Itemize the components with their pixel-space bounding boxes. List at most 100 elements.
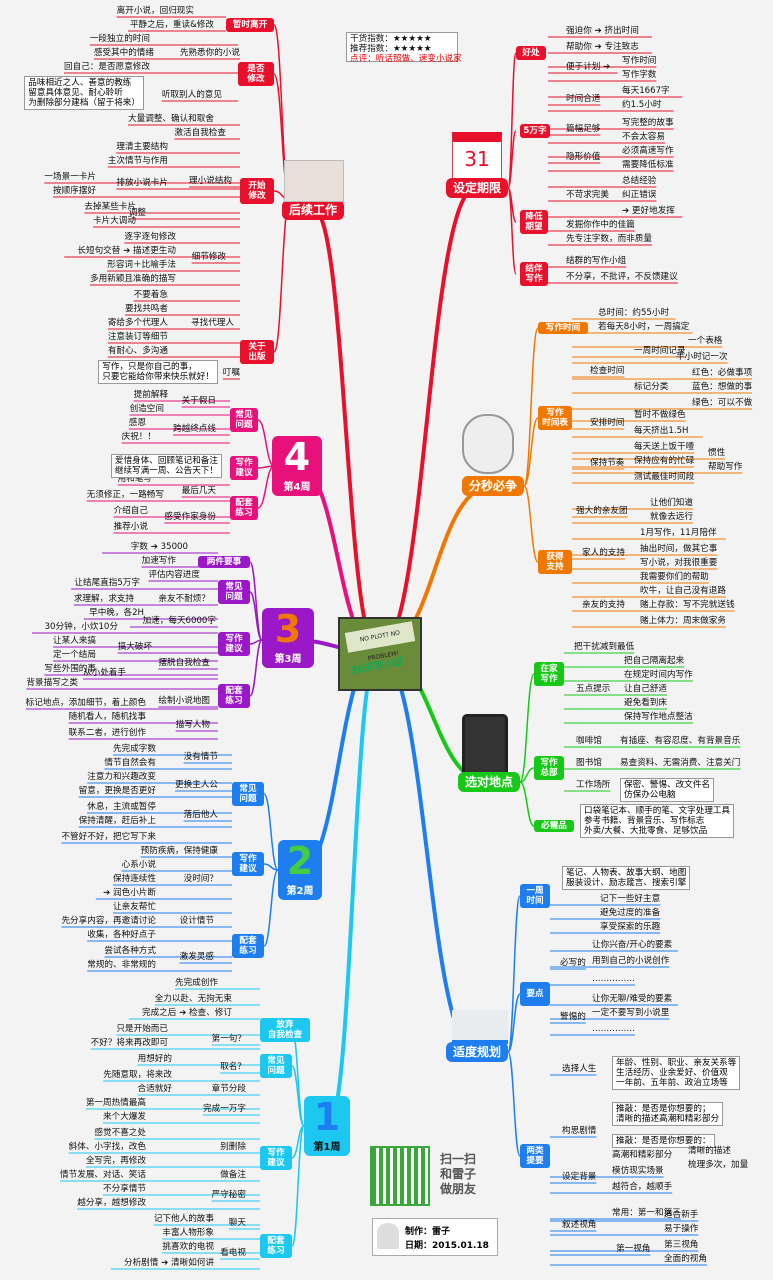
r3-at-home[interactable]: 在家 写作 — [534, 662, 564, 686]
branch-text: 用到自己的小说创作 — [592, 956, 670, 966]
r2-support[interactable]: 获得 支持 — [538, 550, 572, 574]
w3-practice[interactable]: 配套 练习 — [218, 684, 250, 708]
branch-text: 早中晚，各2H — [89, 608, 144, 618]
branch-text: 不分享，不批评，不反馈建议 — [566, 272, 678, 282]
week1-label: 第1周 — [313, 1142, 341, 1153]
branch-text: 一场景一卡片 — [44, 172, 96, 182]
branch-revise-or-not[interactable]: 是否 修改 — [238, 62, 274, 86]
branch-text: 第一周热情最高 — [85, 1098, 146, 1108]
topic-every-second[interactable]: 分秒必争 — [462, 476, 524, 496]
connector — [519, 673, 535, 783]
r3-hq[interactable]: 写作 总部 — [534, 756, 564, 780]
branch-start-revise[interactable]: 开始 修改 — [240, 178, 274, 204]
topic-week1[interactable]: 1 第1周 — [304, 1096, 350, 1156]
branch-text: 我需要你们的帮助 — [640, 572, 709, 582]
branch-text: 适合新手 — [664, 1210, 699, 1220]
branch-text: 绘制小说地图 — [158, 696, 210, 706]
branch-text: 发掘你作中的佳篇 — [566, 220, 635, 230]
phone-icon — [462, 714, 508, 778]
branch-text: 一个表格 — [688, 336, 723, 346]
branch-text: 感觉不喜之处 — [94, 1128, 146, 1138]
w4-advice[interactable]: 写作 建议 — [230, 456, 258, 480]
topic-week4[interactable]: 4 第4周 — [272, 436, 322, 496]
branch-text: 写作时间 — [622, 56, 657, 66]
w1-advice[interactable]: 写作 建议 — [260, 1146, 292, 1170]
w2-advice[interactable]: 写作 建议 — [232, 852, 264, 876]
branch-text: 暂时不做绿色 — [634, 410, 686, 420]
w4-practice[interactable]: 配套 练习 — [230, 496, 258, 520]
branch-text: 用想好的 — [137, 1054, 172, 1064]
branch-text: 易查资料、无需消费、注意关门 — [620, 758, 741, 768]
branch-text: 隐形价值 — [566, 152, 601, 162]
topic-set-deadline[interactable]: 设定期限 — [446, 178, 508, 198]
r4-notes[interactable]: 两类 提要 — [520, 1144, 550, 1168]
r3-essentials[interactable]: 必需品 — [534, 820, 574, 832]
connector — [507, 187, 517, 275]
w4-faq[interactable]: 常见 问题 — [230, 408, 258, 432]
branch-text: 梳理多次，加量 — [688, 1160, 749, 1170]
r1-benefits[interactable]: 好处 — [516, 46, 546, 60]
branch-text: 红色：必做事项 — [692, 368, 753, 378]
branch-text: 预防疾病，保持健康 — [140, 846, 218, 856]
r2-schedule[interactable]: 写作 时间表 — [538, 406, 572, 430]
branch-publishing[interactable]: 关于 出版 — [240, 340, 274, 364]
branch-text: 调整 — [128, 208, 146, 218]
w1-abandon-check[interactable]: 放弃 自我检查 — [260, 1018, 310, 1042]
branch-text: 先熟悉你的小说 — [179, 48, 240, 58]
week4-label: 第4周 — [283, 482, 311, 493]
branch-text: 联系二者，进行创作 — [68, 728, 146, 738]
branch-text: 严守秘密 — [211, 1190, 246, 1200]
r1-50k[interactable]: 5万字 — [520, 124, 550, 138]
topic-choose-place[interactable]: 选对地点 — [458, 772, 520, 792]
branch-text: 理清主要结构 — [116, 142, 168, 152]
connector — [291, 1125, 305, 1247]
branch-text: 若每天8小时，一周搞定 — [598, 322, 690, 332]
topic-moderate-plan[interactable]: 适度规划 — [446, 1042, 508, 1062]
week1-number: 1 — [313, 1095, 341, 1139]
branch-text: 强迫你 ➔ 挤出时间 — [566, 26, 639, 36]
connector — [523, 485, 539, 563]
branch-text: 让他们知道 — [650, 498, 693, 508]
branch-text: 细节修改 — [191, 252, 226, 262]
branch-text: 1月写作，11月陪伴 — [640, 528, 717, 538]
branch-text: 第一视角 — [616, 1244, 651, 1254]
r1-partner[interactable]: 结伴 写作 — [520, 262, 548, 286]
r4-one-week[interactable]: 一周 时间 — [520, 884, 550, 908]
w1-practice[interactable]: 配套 练习 — [260, 1234, 292, 1258]
branch-text: 半小时记一次 — [676, 352, 728, 362]
topic-follow-up[interactable]: 后续工作 — [282, 200, 344, 220]
r2-writing-time[interactable]: 写作时间 — [538, 322, 588, 334]
branch-text: 享受探索的乐趣 — [600, 922, 661, 932]
branch-text: 不会太容易 — [622, 132, 665, 142]
branch-text: 模仿现实场景 — [612, 1166, 664, 1176]
branch-text: 定一个结局 — [53, 650, 96, 660]
branch-text: 图书馆 — [576, 758, 602, 768]
branch-text: 每天挤出1.5H — [634, 426, 689, 436]
branch-temporary-leave[interactable]: 暂时离开 — [226, 18, 274, 32]
w2-faq[interactable]: 常见 问题 — [232, 782, 264, 806]
r1-lower-expect[interactable]: 降低 期望 — [520, 210, 548, 234]
branch-text: 来个大爆发 — [103, 1112, 146, 1122]
branch-text: 描写人物 — [175, 720, 210, 730]
branch-text: 工作场所 — [576, 780, 611, 790]
w1-faq[interactable]: 常见 问题 — [260, 1054, 292, 1078]
connector — [249, 591, 263, 641]
w3-faq[interactable]: 常见 问题 — [218, 580, 250, 604]
branch-text: 第一句？ — [211, 1034, 246, 1044]
branch-text: 每天送上饭干噎 — [634, 442, 695, 452]
branch-text: 赌上体力：周末做家务 — [640, 616, 726, 626]
r4-two-outlines[interactable]: 要点 — [520, 982, 550, 1006]
w2-practice[interactable]: 配套 练习 — [232, 934, 264, 958]
w3-two-things[interactable]: 两件要事 — [198, 556, 250, 568]
branch-text: 写小说，对我很重要 — [640, 558, 718, 568]
branch-text: 分析剧情 ➔ 清晰如何讲 — [123, 1258, 214, 1268]
branch-text: 排放小说卡片 — [116, 178, 168, 188]
note-box: 年龄、性别、职业、亲友关系等 生活经历、业余爱好、价值观 一年前、五年前、政治立… — [612, 1056, 741, 1090]
topic-week2[interactable]: 2 第2周 — [278, 840, 322, 900]
branch-text: 写完整的故事 — [622, 118, 674, 128]
rating-box: 干货指数：★★★★★ 推荐指数：★★★★★ 点评：听话照做、速变小说家 — [346, 32, 462, 64]
w3-advice[interactable]: 写作 建议 — [218, 632, 250, 656]
branch-text: 选择人生 — [562, 1064, 597, 1074]
week2-number: 2 — [286, 839, 314, 883]
topic-week3[interactable]: 3 第3周 — [262, 608, 314, 668]
